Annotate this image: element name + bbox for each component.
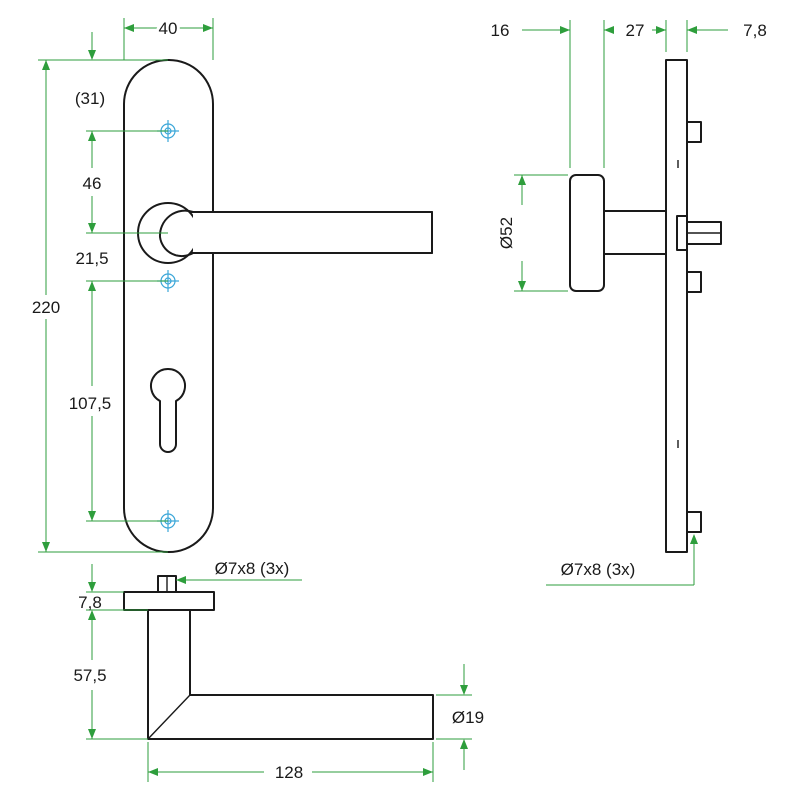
label-screw-spec-side: Ø7x8 (3x) [561,560,636,579]
backplate-side [665,59,688,553]
screw-stud-top [686,121,702,143]
dimension-rose-diameter: Ø52 [497,174,568,292]
lever-top-view [147,609,434,740]
dimension-lever-length: 128 [147,742,434,782]
label-plate-width: 40 [159,19,178,38]
label-lever-length: 128 [275,763,303,782]
dimension-side-top: 16 27 7,8 [491,20,767,168]
label-plate-thickness-side: 7,8 [743,21,767,40]
side-view: 16 27 7,8 Ø52 Ø7x8 (3x) [491,20,767,586]
label-total-height: 220 [32,298,60,317]
label-hole-to-lever: 46 [83,174,102,193]
label-lever-diameter: Ø19 [452,708,484,727]
rose-side [569,174,605,292]
cylinder-keyhole-icon [150,368,186,453]
label-rose-diameter: Ø52 [497,217,516,249]
label-rose-thickness: 7,8 [78,593,102,612]
lever-front-neck [193,212,432,253]
backplate-front [123,59,214,553]
top-view: Ø7x8 (3x) 7,8 57,5 Ø19 [73,559,484,782]
neck-side [603,210,667,255]
dimension-lever-diameter: Ø19 [436,664,484,770]
rose-top-view [123,591,215,611]
label-top-to-hole: (31) [75,89,105,108]
front-view: 40 220 (31) 46 21,5 [20,16,433,553]
screw-stud-bottom [686,511,702,533]
screw-stud-mid [686,271,702,293]
label-neck-height: 57,5 [73,666,106,685]
label-neck-length: 27 [626,21,645,40]
label-hole-to-hole: 107,5 [69,394,112,413]
label-rose-depth: 16 [491,21,510,40]
dimension-top-left: 7,8 57,5 [73,564,148,740]
label-lever-to-hole: 21,5 [75,249,108,268]
label-screw-spec-top: Ø7x8 (3x) [215,559,290,578]
dimension-plate-width: 40 [123,16,214,60]
dimension-total-height: 220 [20,59,168,553]
dimension-chain-left: (31) 46 21,5 107,5 [69,32,168,522]
leader-screw-side: Ø7x8 (3x) [546,534,698,586]
leader-screw-top: Ø7x8 (3x) [176,559,302,584]
